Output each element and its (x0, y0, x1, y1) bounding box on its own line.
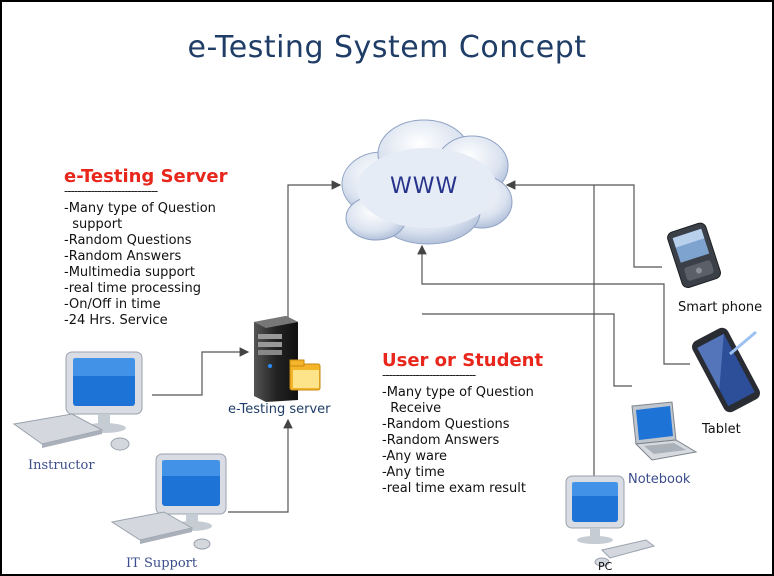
student-feature-panel: User or Student ------------------------… (382, 350, 543, 497)
server-feature-item: -real time processing (64, 281, 202, 296)
itsupport-to-server-line (228, 418, 293, 513)
server-icon (254, 316, 321, 402)
server-feature-item: -Random Questions (64, 233, 192, 248)
server-to-www-line (287, 180, 342, 318)
pc-icon (565, 475, 656, 567)
instructor-computer-icon (12, 351, 143, 451)
page-title: e-Testing System Concept (187, 30, 587, 65)
server-panel-divider: ---------------------------- (64, 184, 158, 198)
phone-to-www-line (505, 180, 662, 268)
instructor-label: Instructor (28, 458, 95, 473)
instructor-to-server-line (152, 347, 250, 396)
pc-label: PC (598, 560, 613, 573)
it-support-label: IT Support (126, 556, 198, 571)
server-feature-panel: e-Testing Server -----------------------… (64, 166, 227, 329)
smart-phone-label: Smart phone (678, 300, 763, 315)
notebook-label: Notebook (628, 472, 691, 487)
smart-phone-icon (667, 222, 721, 289)
it-support-computer-icon (110, 453, 227, 550)
student-panel-heading: User or Student (382, 350, 544, 371)
student-feature-item: -Random Questions (382, 417, 510, 432)
server-feature-item: -Many type of Question support (64, 201, 216, 232)
tablet-icon (692, 327, 760, 413)
server-label: e-Testing server (228, 402, 331, 417)
server-feature-item: -On/Off in time (64, 297, 161, 312)
tablet-label: Tablet (702, 422, 741, 437)
student-feature-item: -Random Answers (382, 433, 500, 448)
student-feature-item: -Many type of Question Receive (382, 385, 534, 416)
student-feature-item: -Any time (382, 465, 445, 480)
notebook-icon (631, 401, 698, 461)
student-panel-divider: ---------------------------- (382, 368, 476, 382)
student-feature-item: -real time exam result (382, 481, 526, 496)
www-cloud-icon (341, 119, 513, 245)
tablet-to-www-line (417, 244, 690, 365)
server-feature-item: -Random Answers (64, 249, 182, 264)
notebook-to-www-line (422, 313, 632, 387)
student-feature-item: -Any ware (382, 449, 448, 464)
server-panel-heading: e-Testing Server (64, 166, 228, 187)
server-feature-item: -24 Hrs. Service (64, 313, 168, 328)
www-label: WWW (390, 174, 459, 199)
server-feature-item: -Multimedia support (64, 265, 196, 280)
